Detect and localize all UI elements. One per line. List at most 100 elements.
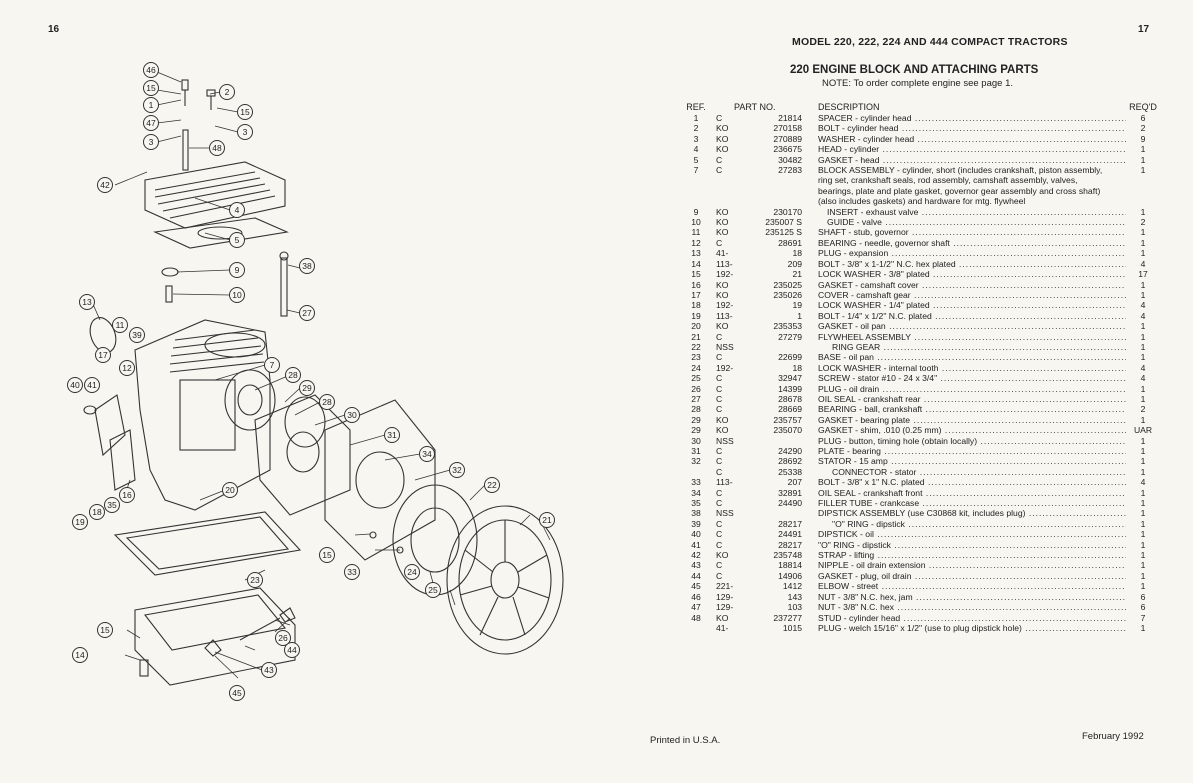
row-qty: 1 — [1140, 446, 1146, 456]
row-part-number: 235125 S — [765, 227, 803, 238]
row-part-number: 236675 — [773, 144, 803, 155]
row-part-prefix: 113- — [716, 258, 733, 269]
row-description: GASKET - shim, .010 (0.25 mm) — [814, 425, 1126, 435]
row-part-number: 14399 — [778, 383, 803, 394]
row-part-prefix: 113- — [716, 310, 733, 321]
description-text: OIL SEAL - crankshaft rear — [818, 394, 1126, 404]
callout-number: 5 — [235, 235, 240, 245]
description-text: BEARING - needle, governor shaft — [818, 238, 1126, 248]
row-part-number: 143 — [787, 591, 803, 602]
description-text: BOLT - 1/4" x 1/2" N.C. plated — [818, 311, 1126, 321]
row-qty: 1 — [1140, 383, 1146, 394]
row-ref: 31 — [691, 446, 701, 456]
row-ref: 11 — [691, 227, 701, 238]
row-qty: 1 — [1140, 466, 1146, 477]
row-part-prefix: NSS — [716, 508, 734, 519]
row-part-number: 28678 — [778, 393, 803, 404]
row-description: NUT - 3/8" N.C. hex, jam — [814, 592, 1126, 602]
row-qty: 1 — [1140, 508, 1146, 519]
row-part-number: 237277 — [773, 612, 803, 623]
description-text: CONNECTOR - stator — [818, 467, 1126, 477]
row-description: LOCK WASHER - 1/4" plated — [814, 300, 1126, 310]
row-qty: 6 — [1140, 113, 1146, 123]
row-part-prefix: C — [716, 466, 723, 477]
row-description: WASHER - cylinder head — [814, 134, 1126, 144]
row-part-prefix: C — [716, 446, 723, 456]
description-text: GASKET - camshaft cover — [818, 280, 1126, 290]
row-part-number: 18 — [792, 362, 803, 373]
callout-circle — [275, 630, 291, 646]
row-part-number: 19 — [792, 300, 803, 311]
row-part-prefix: C — [716, 383, 723, 394]
row-part-prefix: C — [716, 331, 723, 342]
callout-circle — [419, 446, 435, 462]
footer-date: February 1992 — [1082, 731, 1144, 742]
description-text: OIL SEAL - crankshaft front — [818, 488, 1126, 498]
header-description: DESCRIPTION — [818, 101, 880, 112]
callout-circle — [119, 487, 135, 503]
row-part-number: 235025 — [773, 279, 803, 290]
callout-number: 30 — [347, 410, 357, 420]
row-qty: 1 — [1140, 570, 1146, 581]
callout-number: 28 — [322, 397, 332, 407]
row-part-number: 28217 — [778, 539, 803, 550]
model-title: MODEL 220, 222, 224 AND 444 COMPACT TRAC… — [792, 36, 1068, 48]
callout-number: 7 — [270, 360, 275, 370]
row-ref: 10 — [691, 217, 701, 228]
row-part-prefix: C — [716, 352, 723, 363]
callout-circle — [229, 287, 245, 303]
row-part-number: 28669 — [778, 404, 803, 415]
callout-number: 48 — [212, 143, 222, 153]
callout-circle — [425, 582, 441, 598]
row-description: DIPSTICK ASSEMBLY (use C30868 kit, inclu… — [814, 508, 1126, 518]
description-text: DIPSTICK - oil — [818, 529, 1126, 539]
row-part-number: 103 — [787, 602, 803, 613]
callout-circle — [449, 462, 465, 478]
row-part-prefix: KO — [716, 279, 729, 290]
callout-number: 3 — [149, 137, 154, 147]
row-qty: 1 — [1140, 414, 1146, 425]
row-qty: 6 — [1140, 591, 1146, 602]
row-part-prefix: C — [716, 237, 723, 248]
row-ref: 34 — [691, 487, 701, 498]
description-text: HEAD - cylinder — [818, 144, 1126, 154]
callout-circle — [237, 124, 253, 140]
row-part-number: 21814 — [778, 113, 803, 123]
row-part-number: 270889 — [773, 133, 803, 144]
row-description: OIL SEAL - crankshaft rear — [814, 394, 1126, 404]
row-description: CONNECTOR - stator — [814, 467, 1126, 477]
row-ref: 9 — [693, 206, 699, 217]
row-ref: 43 — [691, 560, 701, 571]
callout-circle — [89, 504, 105, 520]
row-part-prefix: 192- — [716, 362, 734, 373]
description-text: BOLT - 3/8" x 1-1/2" N.C. hex plated — [818, 259, 1126, 269]
callout-number: 26 — [278, 633, 288, 643]
flywheel-part — [446, 505, 564, 655]
row-part-number: 25338 — [778, 466, 803, 477]
row-description: PLUG - welch 15/16" x 1/2" (use to plug … — [814, 623, 1126, 633]
row-qty: 4 — [1140, 258, 1146, 269]
row-qty: 1 — [1140, 237, 1146, 248]
row-qty: 1 — [1140, 550, 1146, 561]
callout-number: 35 — [107, 500, 117, 510]
row-part-number: 14906 — [778, 570, 803, 581]
row-part-prefix: KO — [716, 144, 729, 155]
description-text: STRAP - lifting — [818, 550, 1126, 560]
row-part-number: 230170 — [773, 206, 803, 217]
callout-circle — [143, 62, 159, 78]
callout-number: 34 — [422, 449, 432, 459]
callout-number: 39 — [132, 330, 142, 340]
description-text: LOCK WASHER - 1/4" plated — [818, 300, 1126, 310]
callout-number: 29 — [302, 383, 312, 393]
callout-circle — [539, 512, 555, 528]
callout-circle — [229, 232, 245, 248]
